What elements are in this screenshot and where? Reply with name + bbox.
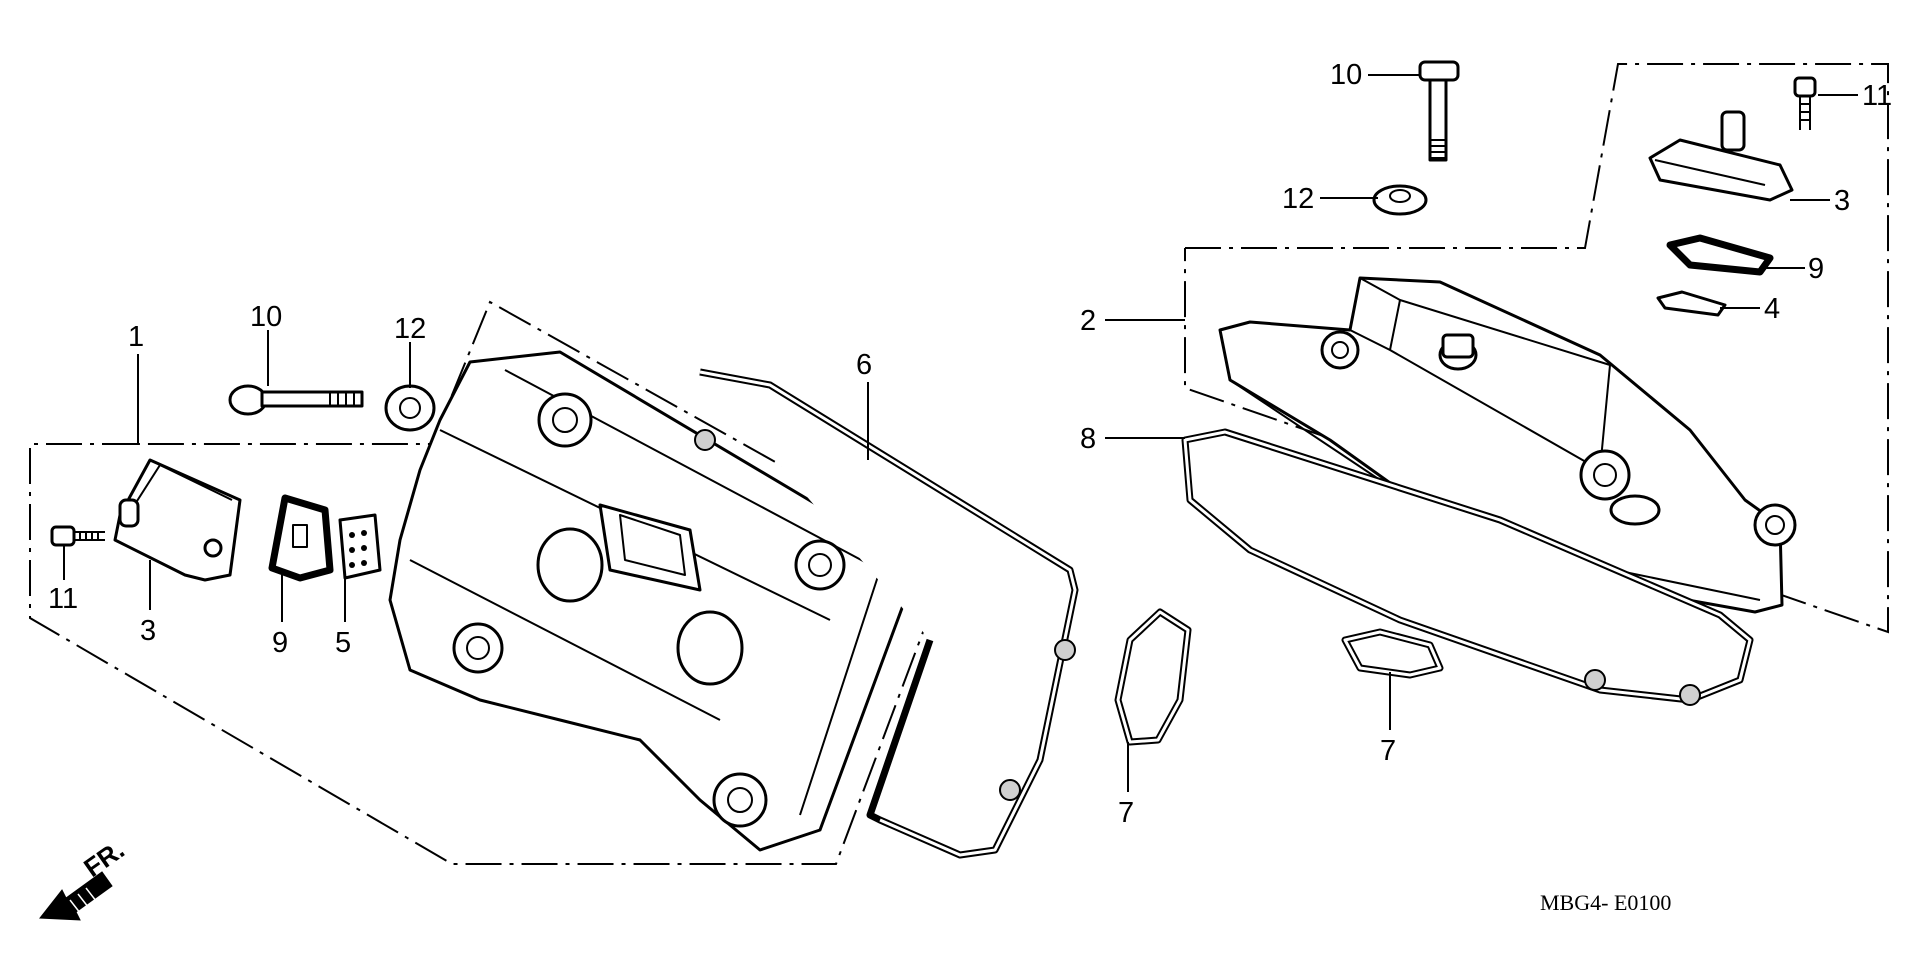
callout-7-left: 7: [1118, 797, 1134, 829]
breather-cover-left: [113, 458, 242, 582]
callout-5: 5: [335, 627, 351, 659]
head-cover-gasket-front: [694, 368, 1079, 859]
callout-2: 2: [1080, 305, 1096, 337]
rubber-seal-12-right: [1372, 184, 1428, 216]
breather-gasket-left: [268, 494, 334, 582]
callout-3-right: 3: [1834, 185, 1850, 217]
callout-4: 4: [1764, 293, 1780, 325]
drawing-code: MBG4- E0100: [1540, 890, 1671, 915]
leader-lines: [63, 74, 1858, 792]
front-direction-label: FR.: [78, 834, 130, 883]
callout-11-left: 11: [48, 583, 78, 615]
callout-12-right: 12: [1282, 183, 1314, 215]
callout-12-left: 12: [394, 313, 426, 345]
callout-9-left: 9: [272, 627, 288, 659]
front-direction-arrow: [39, 871, 113, 921]
plug-hole-seal-left: [1114, 608, 1192, 746]
callout-10-left: 10: [250, 301, 282, 333]
cylinder-head-cover-rear: [1218, 276, 1797, 614]
flange-bolt-10-right: [1418, 60, 1460, 162]
callout-3-left: 3: [140, 615, 156, 647]
plug-hole-seal-right: [1341, 628, 1444, 679]
rubber-seal-12-left: [384, 384, 436, 432]
flange-bolt-10-left: [228, 384, 364, 416]
head-cover-gasket-rear: [1181, 428, 1754, 706]
breather-cover-right: [1648, 110, 1794, 202]
callout-7-right: 7: [1380, 735, 1396, 767]
separator-plate-right: [1656, 290, 1727, 317]
callout-9-right: 9: [1808, 253, 1824, 285]
assembly-group-1-border: [29, 300, 952, 865]
callout-1: 1: [128, 321, 144, 353]
bolt-11-right: [1793, 76, 1817, 130]
cylinder-head-cover-front: [388, 350, 912, 852]
callout-6: 6: [856, 349, 872, 381]
breather-gasket-right: [1666, 234, 1774, 276]
callout-10-right: 10: [1330, 59, 1362, 91]
callout-11-right: 11: [1862, 80, 1892, 112]
assembly-group-2-border: [1184, 63, 1889, 634]
separator-plate-left: [338, 513, 382, 580]
bolt-11-left: [50, 525, 105, 547]
callout-8: 8: [1080, 423, 1096, 455]
